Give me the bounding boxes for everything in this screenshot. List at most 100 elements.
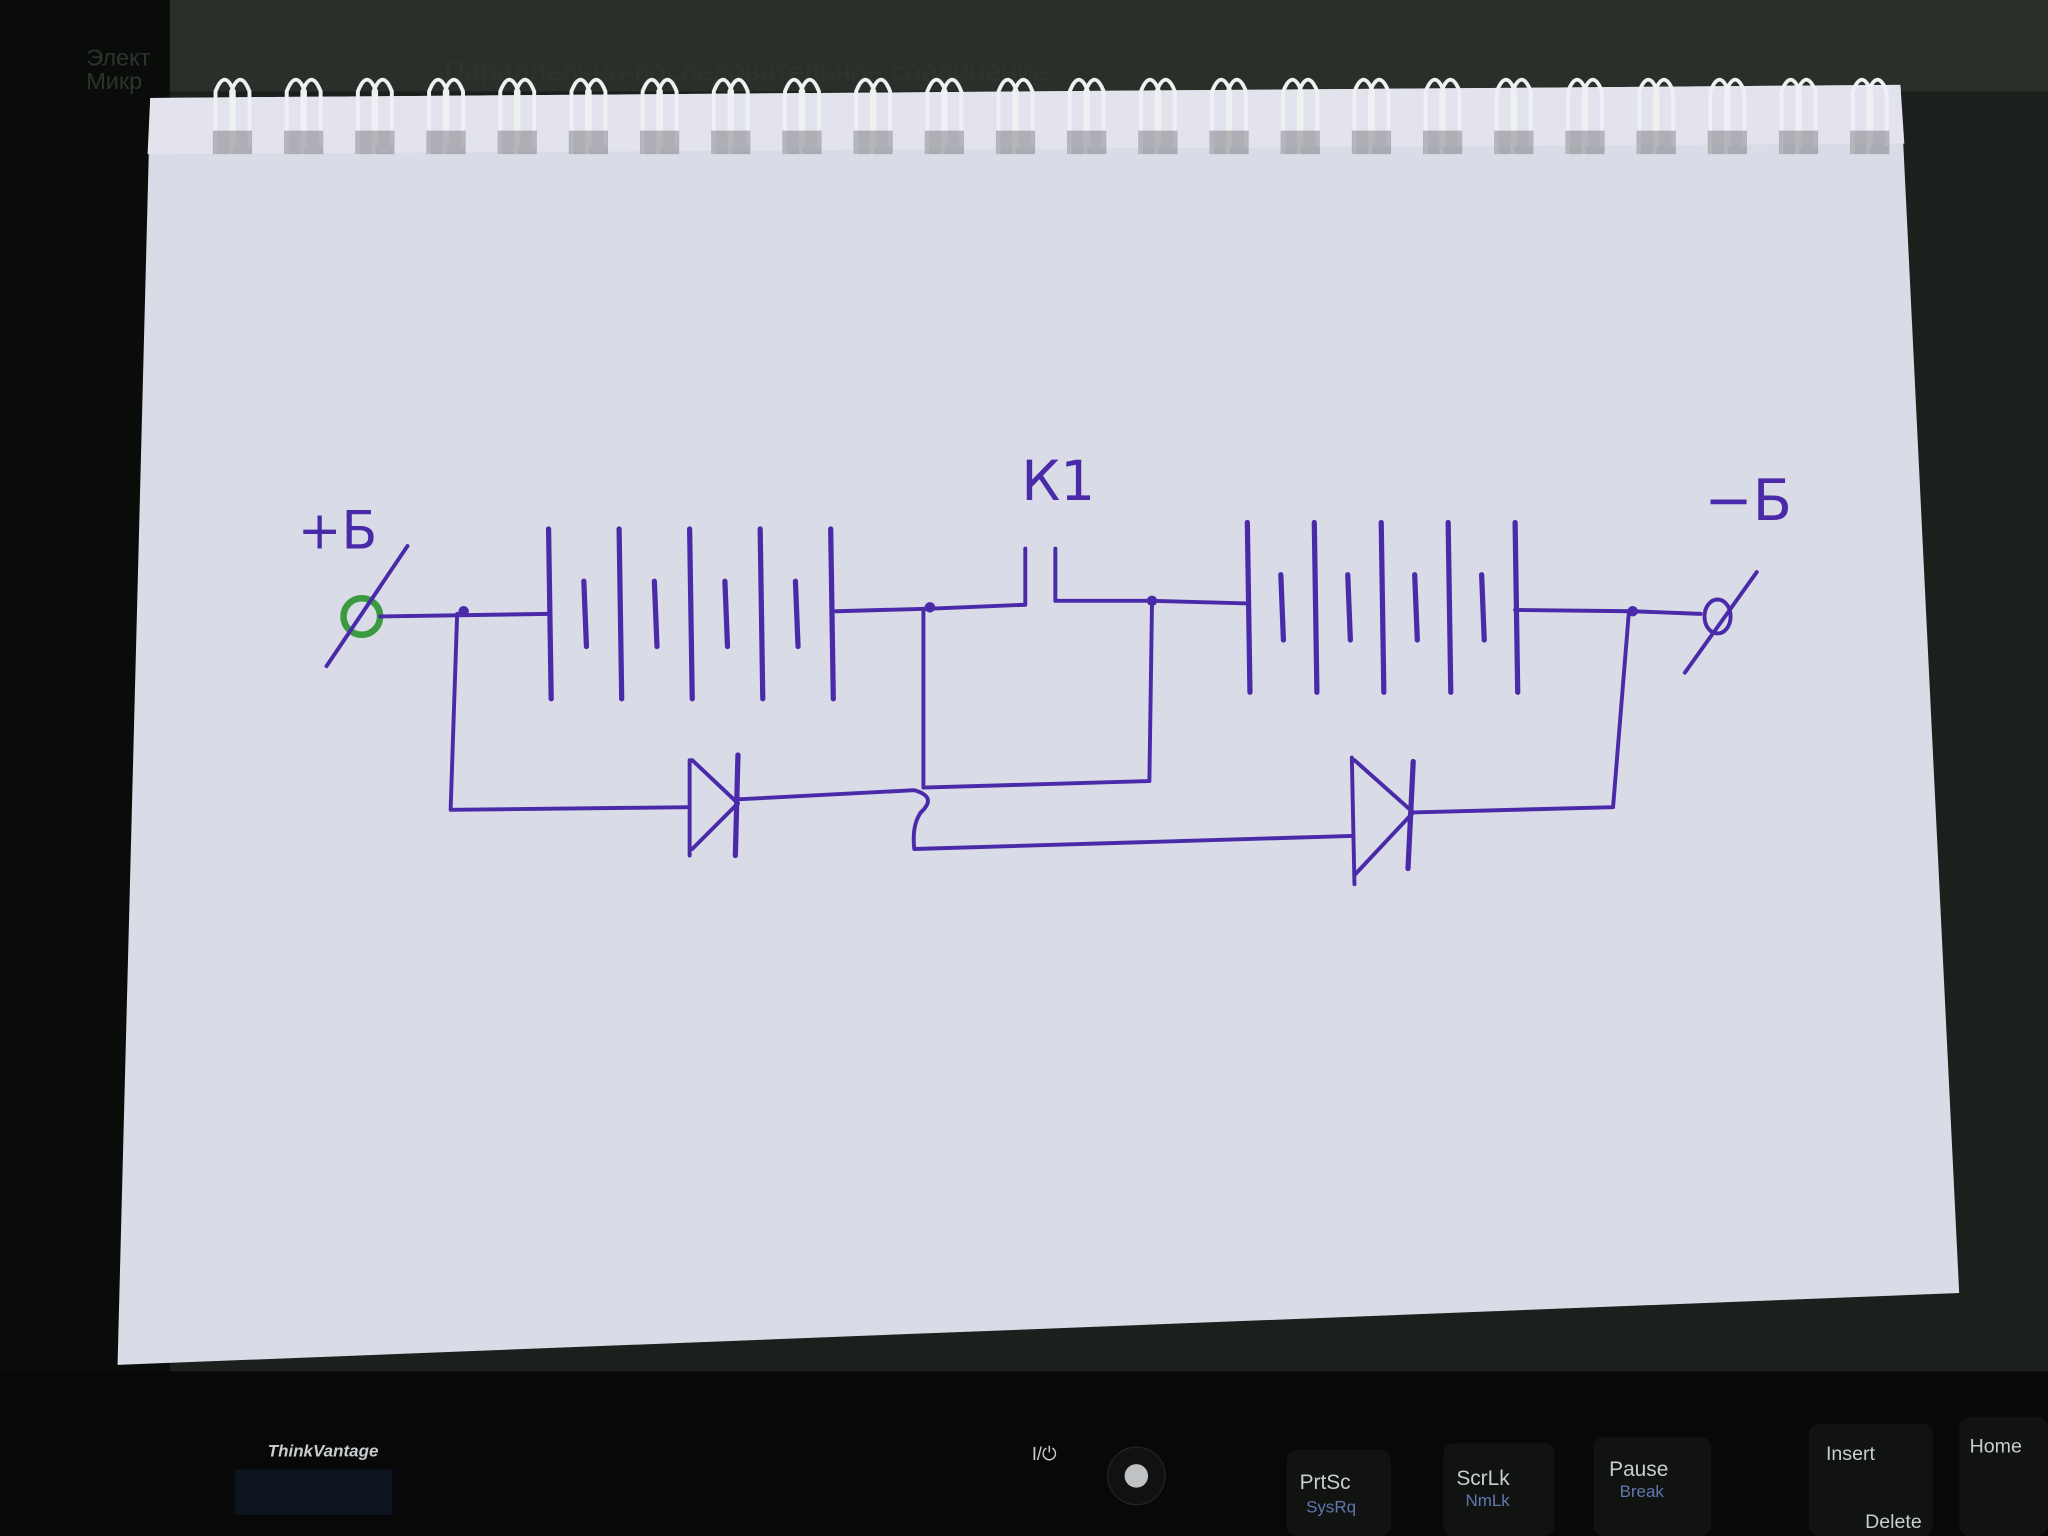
key-delete-label: Delete bbox=[1865, 1511, 1922, 1533]
sidebar-fragment: Микр bbox=[86, 68, 142, 94]
spiral-ring bbox=[213, 77, 236, 155]
spiral-ring bbox=[640, 77, 663, 155]
key-pause[interactable]: Pause Break bbox=[1593, 1436, 1712, 1536]
battery-plate-short bbox=[1479, 572, 1487, 643]
spiral-ring bbox=[300, 77, 323, 155]
battery-plate-long bbox=[1512, 519, 1521, 695]
battery-plate-long bbox=[687, 526, 695, 702]
spiral-ring bbox=[442, 77, 465, 155]
wire bbox=[921, 601, 1154, 790]
key-label: Insert bbox=[1826, 1443, 1876, 1465]
binding-hole bbox=[1067, 130, 1107, 155]
key-sublabel: SysRq bbox=[1306, 1497, 1356, 1516]
spiral-ring bbox=[1581, 77, 1604, 155]
binding-hole bbox=[1138, 130, 1178, 155]
spiral-ring bbox=[1566, 77, 1589, 155]
battery-plate-short bbox=[651, 578, 660, 650]
spiral-ring bbox=[727, 77, 750, 155]
spiral-ring bbox=[711, 77, 735, 155]
binding-hole bbox=[1636, 130, 1676, 155]
battery-plate-short bbox=[1278, 572, 1287, 643]
junction-dot bbox=[458, 606, 469, 617]
spiral-ring bbox=[854, 77, 877, 155]
binding-hole bbox=[1280, 130, 1320, 155]
spiral-ring bbox=[355, 77, 379, 155]
binding-hole bbox=[924, 130, 964, 155]
binding-hole bbox=[497, 130, 537, 155]
wire bbox=[1411, 611, 1631, 815]
key-label: PrtSc bbox=[1300, 1471, 1351, 1494]
spiral-ring bbox=[1210, 77, 1233, 155]
spiral-ring bbox=[1368, 77, 1391, 155]
spiral-ring bbox=[1067, 77, 1090, 155]
binding-hole bbox=[782, 130, 822, 155]
wire bbox=[911, 810, 1354, 851]
spiral-ring bbox=[498, 77, 521, 155]
binding-hole bbox=[1707, 130, 1747, 155]
binding-hole bbox=[711, 130, 751, 155]
junction-dot bbox=[1627, 606, 1638, 617]
thinkvantage-label: ThinkVantage bbox=[268, 1441, 379, 1460]
junction-dot bbox=[924, 602, 936, 613]
binding-hole bbox=[1565, 130, 1605, 155]
circuit-diagram: +Б К1 −Б bbox=[298, 449, 1792, 887]
spiral-ring bbox=[941, 77, 964, 155]
key-home[interactable]: Home bbox=[1959, 1417, 2048, 1536]
spiral-ring bbox=[1225, 77, 1248, 155]
notebook-page bbox=[117, 84, 1960, 1365]
negative-label: −Б bbox=[1704, 467, 1792, 534]
binding-hole bbox=[1850, 130, 1890, 155]
spiral-ring bbox=[284, 77, 307, 155]
binding-hole bbox=[1494, 130, 1534, 155]
key-prtsc[interactable]: PrtSc SysRq bbox=[1286, 1449, 1392, 1536]
spiral-ring bbox=[513, 77, 537, 155]
battery-plate-long bbox=[1244, 519, 1253, 695]
binding-hole bbox=[1209, 130, 1249, 155]
spiral-ring bbox=[1494, 77, 1518, 155]
binding-hole bbox=[1778, 130, 1819, 155]
spiral-ring bbox=[656, 77, 679, 155]
spiral-ring bbox=[1779, 77, 1802, 155]
spiral-ring bbox=[869, 77, 893, 155]
spiral-ring bbox=[585, 77, 608, 155]
spiral-ring bbox=[1296, 77, 1320, 155]
binding-hole bbox=[568, 130, 608, 155]
negative-terminal bbox=[1702, 597, 1733, 636]
battery-plate-short bbox=[1412, 572, 1420, 643]
thinkvantage-button[interactable] bbox=[235, 1469, 392, 1516]
wire bbox=[448, 611, 692, 812]
spiral-ring bbox=[1637, 77, 1660, 155]
binding-hole bbox=[1351, 130, 1392, 155]
key-sublabel: NmLk bbox=[1465, 1491, 1510, 1510]
binding-hole bbox=[640, 130, 680, 155]
wire bbox=[735, 788, 930, 815]
binding-hole bbox=[853, 130, 893, 155]
binding-hole bbox=[212, 130, 253, 155]
diode-2-bar bbox=[1405, 758, 1416, 872]
battery-plate-long bbox=[757, 526, 766, 702]
spiral-ring bbox=[1652, 77, 1676, 155]
spiral-ring bbox=[1423, 77, 1446, 155]
binding-hole bbox=[995, 130, 1036, 155]
key-scrlk[interactable]: ScrLk NmLk bbox=[1443, 1443, 1555, 1536]
spiral-ring bbox=[1281, 77, 1304, 155]
spiral-ring bbox=[1439, 77, 1462, 155]
spiral-ring bbox=[1795, 77, 1818, 155]
power-button-led bbox=[1124, 1464, 1149, 1488]
battery-plate-long bbox=[1445, 519, 1454, 695]
spiral-ring bbox=[1708, 77, 1731, 155]
spiral-ring bbox=[229, 77, 252, 155]
key-insert[interactable]: Insert Delete bbox=[1808, 1423, 1934, 1536]
switch-label: К1 bbox=[1021, 449, 1095, 513]
spiral-ring bbox=[1510, 77, 1533, 155]
spiral-ring bbox=[1154, 77, 1177, 155]
battery-plate-long bbox=[1378, 519, 1387, 695]
key-sublabel: Break bbox=[1620, 1482, 1665, 1501]
spiral-ring bbox=[1724, 77, 1747, 155]
battery-plate-long bbox=[545, 526, 554, 702]
spiral-ring bbox=[1866, 77, 1889, 155]
spiral-ring bbox=[925, 77, 948, 155]
binding-hole bbox=[1423, 130, 1463, 155]
spiral-ring bbox=[783, 77, 806, 155]
binding-hole bbox=[284, 130, 324, 155]
